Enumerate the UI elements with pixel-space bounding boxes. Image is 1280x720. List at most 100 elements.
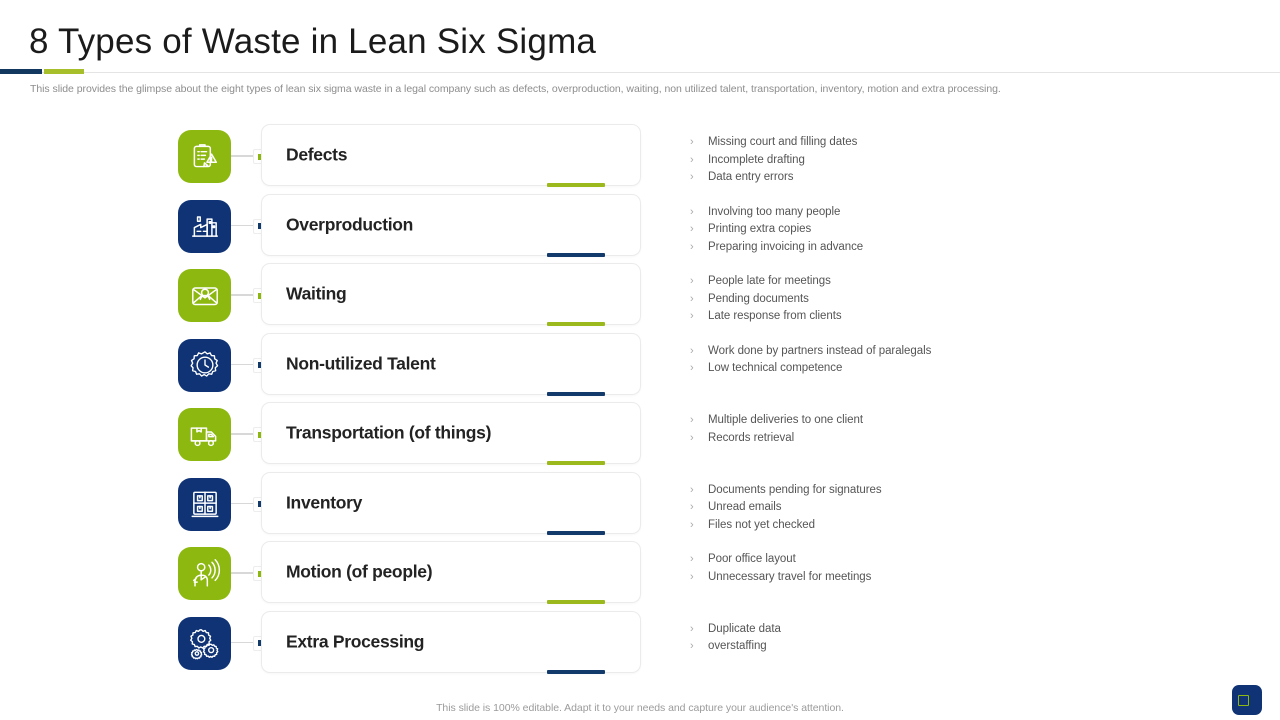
list-item-text: Pending documents <box>708 292 809 305</box>
list-item-text: Missing court and filling dates <box>708 136 858 148</box>
list-item: › Printing extra copies <box>690 221 1250 238</box>
list-item: › Poor office layout <box>690 551 1250 568</box>
delivery-truck-icon <box>188 418 222 452</box>
page-title: 8 Types of Waste in Lean Six Sigma <box>29 22 597 61</box>
waste-type-bullets: › Multiple deliveries to one client › Re… <box>690 412 1250 447</box>
waste-type-label: Waiting <box>286 283 347 304</box>
list-item-text: overstaffing <box>708 640 767 652</box>
connector-line <box>231 572 260 574</box>
list-item: › Preparing invoicing in advance <box>690 239 1250 256</box>
list-item-text: Printing extra copies <box>708 223 812 235</box>
card-underline <box>547 600 605 604</box>
waste-type-bullets: › Work done by partners instead of paral… <box>690 343 1250 378</box>
list-item: › People late for meetings <box>690 273 1250 290</box>
list-item-text: Low technical competence <box>708 362 843 374</box>
waste-type-row: Waiting › People late for meetings › Pen… <box>0 263 1280 333</box>
icon-tile-5 <box>178 477 231 531</box>
header-divider <box>0 72 1280 73</box>
waste-type-row: Non-utilized Talent › Work done by partn… <box>0 332 1280 403</box>
list-item-text: Data entry errors <box>708 171 794 183</box>
list-item-text: Unnecessary travel for meetings <box>708 570 872 583</box>
hand-motion-icon <box>188 557 222 591</box>
waste-type-card[interactable]: Non-utilized Talent <box>261 332 641 396</box>
card-underline <box>547 252 605 257</box>
card-underline <box>547 183 605 187</box>
waste-type-card[interactable]: Waiting <box>261 263 641 326</box>
accent-bar-olive <box>44 69 84 74</box>
list-item-text: Files not yet checked <box>708 518 815 531</box>
chevron-right-icon: › <box>690 362 694 374</box>
list-item: › Work done by partners instead of paral… <box>690 343 1250 360</box>
list-item: › overstaffing <box>690 638 1250 655</box>
chevron-right-icon: › <box>690 223 694 235</box>
list-item: › Documents pending for signatures <box>690 482 1250 499</box>
chevron-right-icon: › <box>690 431 694 444</box>
chevron-right-icon: › <box>690 344 694 357</box>
list-item: › Data entry errors <box>690 169 1250 186</box>
chevron-right-icon: › <box>690 275 694 287</box>
list-item: › Pending documents <box>690 291 1250 308</box>
waste-type-card[interactable]: Defects <box>261 124 641 187</box>
waste-type-bullets: › People late for meetings › Pending doc… <box>690 273 1250 326</box>
connector-line <box>231 294 260 296</box>
waste-type-list: Defects › Missing court and filling date… <box>0 124 1280 680</box>
list-item-text: Incomplete drafting <box>708 153 805 166</box>
list-item-text: Late response from clients <box>708 310 842 322</box>
chevron-right-icon: › <box>690 205 694 218</box>
chevron-right-icon: › <box>690 153 694 166</box>
waste-type-bullets: › Poor office layout › Unnecessary trave… <box>690 551 1250 586</box>
waste-type-card[interactable]: Extra Processing <box>261 610 641 674</box>
chevron-right-icon: › <box>690 310 694 322</box>
chevron-right-icon: › <box>690 240 694 253</box>
waste-type-label: Non-utilized Talent <box>286 353 436 373</box>
waste-type-label: Extra Processing <box>286 631 425 651</box>
list-item-text: Unread emails <box>708 501 782 513</box>
waste-type-card[interactable]: Inventory <box>261 471 641 535</box>
waste-type-label: Transportation (of things) <box>286 422 492 443</box>
waste-type-row: Overproduction › Involving too many peop… <box>0 193 1280 264</box>
connector-line <box>231 641 260 643</box>
icon-tile-4 <box>178 408 231 461</box>
waste-type-row: Extra Processing › Duplicate data › over… <box>0 610 1280 681</box>
icon-tile-3 <box>178 338 231 392</box>
chevron-right-icon: › <box>690 483 694 496</box>
card-underline <box>547 669 605 674</box>
accent-bar-navy <box>0 69 42 74</box>
envelope-person-icon <box>188 279 222 313</box>
list-item: › Late response from clients <box>690 308 1250 325</box>
list-item: › Incomplete drafting <box>690 152 1250 169</box>
icon-tile-1 <box>178 199 231 253</box>
card-underline <box>547 461 605 465</box>
clock-gear-icon <box>188 348 222 382</box>
waste-type-label: Inventory <box>286 492 363 512</box>
list-item: › Unread emails <box>690 499 1250 516</box>
waste-type-row: Inventory › Documents pending for signat… <box>0 471 1280 542</box>
chevron-right-icon: › <box>690 414 694 426</box>
list-item: › Involving too many people <box>690 204 1250 221</box>
list-item-text: Duplicate data <box>708 622 781 635</box>
chevron-right-icon: › <box>690 518 694 531</box>
connector-line <box>231 363 260 365</box>
waste-type-card[interactable]: Motion (of people) <box>261 541 641 604</box>
chevron-right-icon: › <box>690 622 694 635</box>
icon-tile-7 <box>178 616 231 670</box>
list-item: › Files not yet checked <box>690 517 1250 534</box>
waste-type-label: Motion (of people) <box>286 561 433 582</box>
icon-tile-2 <box>178 269 231 322</box>
connector-line <box>231 224 260 226</box>
card-underline <box>547 530 605 535</box>
connector-line <box>231 502 260 504</box>
list-item: › Low technical competence <box>690 360 1250 377</box>
chevron-right-icon: › <box>690 292 694 305</box>
warehouse-shelf-icon <box>188 487 222 521</box>
list-item-text: Records retrieval <box>708 431 795 444</box>
waste-type-card[interactable]: Transportation (of things) <box>261 402 641 465</box>
list-item-text: Documents pending for signatures <box>708 483 882 496</box>
waste-type-card[interactable]: Overproduction <box>261 193 641 257</box>
slide-header: 8 Types of Waste in Lean Six Sigma This … <box>0 0 1280 95</box>
waste-type-bullets: › Missing court and filling dates › Inco… <box>690 134 1250 187</box>
waste-type-row: Transportation (of things) › Multiple de… <box>0 402 1280 472</box>
chevron-right-icon: › <box>690 640 694 652</box>
list-item-text: People late for meetings <box>708 275 831 287</box>
